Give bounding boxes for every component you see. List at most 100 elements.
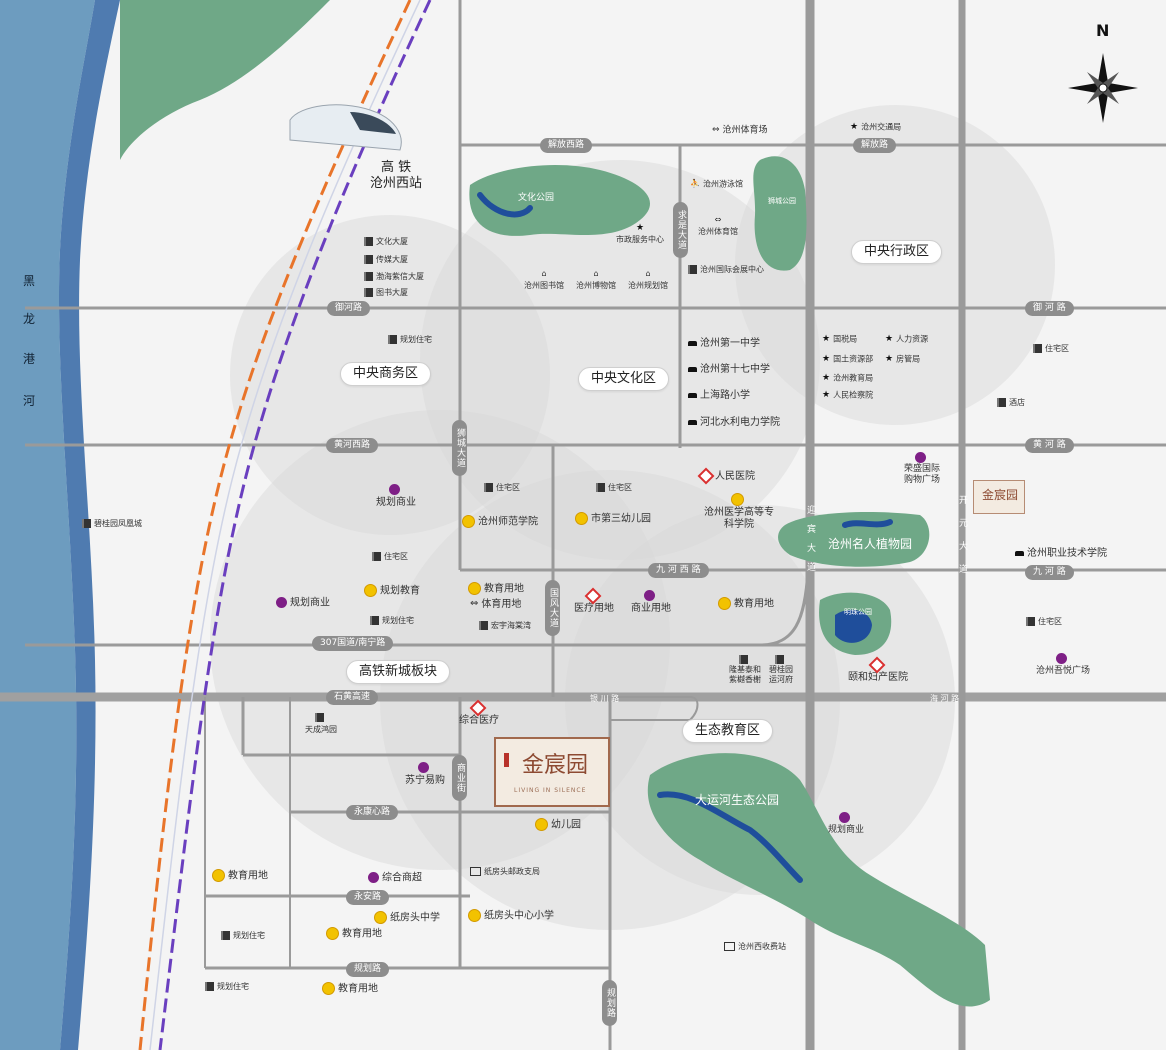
road-label-jiuhe: 九 河 路 [1025,565,1074,580]
compass-icon [1068,53,1138,123]
poi-biguiyuan: 碧桂园凤凰城 [82,518,142,530]
building-icon [484,483,493,492]
toll-icon [724,942,735,951]
poi-plan-res4: 规划住宅 [205,981,249,993]
hospital-icon [584,587,601,605]
park-label-botanic: 沧州名人植物园 [828,537,913,551]
river-label-4: 河 [22,394,35,408]
school-icon [468,909,481,922]
road-label-huanghe-w: 黄河西路 [326,438,379,453]
shopping-icon [368,872,379,883]
poi-yihe: 颐和妇产医院 [848,656,908,684]
poi-res-a: 住宅区 [484,482,520,494]
road-label-yongkangxin: 永康心路 [346,805,399,820]
poi-post: 纸房头邮政支局 [470,866,540,878]
botanic-lake [842,519,893,528]
building-icon [1033,344,1042,353]
road-label-jiefang-w: 解放西路 [540,138,593,153]
poi-edu-land1: 教育用地 [468,582,524,596]
post-icon [470,867,481,876]
zone-label-cbd[interactable]: 中央商务区 [340,362,432,386]
building-icon [315,713,324,722]
poi-plan-com2: 规划商业 [276,597,330,610]
school-icon [688,366,697,372]
road-label-guihua-h: 规划路 [346,962,390,977]
school-icon [212,869,225,882]
river-bank [58,0,120,1050]
poi-expo: 沧州国际会展中心 [688,264,764,276]
road-label-shicheng: 狮城大道 [452,420,467,476]
building-icon [1026,617,1035,626]
shopping-icon [839,812,850,823]
poi-kg: 幼儿园 [535,818,581,832]
star-icon: ★ [822,334,831,344]
poi-edu-land3: 教育用地 [212,869,268,883]
poi-rongsheng: 荣盛国际购物广场 [900,452,944,486]
poi-longji: 隆基泰和紫樾香榭 [728,655,762,685]
road-label-shihuang: 石黄高速 [326,690,379,705]
hsr-rail-light [149,0,421,1050]
poi-sport-land: ⇔体育用地 [470,598,522,610]
zone-label-hsr[interactable]: 高铁新城板块 [346,660,451,684]
poi-guotu: ★国土资源部 [822,354,874,364]
project-slogan: LIVING IN SILENCE [514,787,587,794]
poi-com-land: 商业用地 [631,590,671,615]
building-icon [364,237,373,246]
poi-pri-school: 纸房头中心小学 [468,909,554,923]
river-label-1: 黑 [22,274,35,288]
poi-plan-res2: 规划住宅 [370,615,414,627]
building-icon [205,982,214,991]
poi-wuyue: 沧州吾悦广场 [1036,653,1090,677]
park-label-canal: 大运河生态公园 [695,793,780,807]
poi-plan-edu1: 规划教育 [364,584,420,598]
poi-bohai: 渤海紫信大厦 [364,271,424,283]
botanic-park [778,512,930,567]
poi-renli: ★人力资源 [885,334,929,344]
road-label-qiushi: 求是大道 [673,202,688,258]
school-icon [322,982,335,995]
poi-plan-res3: 规划住宅 [221,930,265,942]
road-label-huanghe: 黄 河 路 [1025,438,1074,453]
school-icon [718,597,731,610]
zone-label-admin[interactable]: 中央行政区 [851,240,943,264]
building-icon [364,255,373,264]
project-logo-small[interactable]: 金宸园 [973,480,1025,514]
hospital-icon [868,656,885,674]
zone-label-eco[interactable]: 生态教育区 [682,719,774,743]
poi-library: ⌂沧州图书馆 [524,269,564,290]
poi-hongyu: 宏宇海棠湾 [479,620,531,632]
zone-label-culture[interactable]: 中央文化区 [578,367,670,391]
road-label-jiefang: 解放路 [853,138,897,153]
poi-tiancheng: 天成鸿园 [305,712,337,736]
poi-jianchayuan: ★人民检察院 [822,390,874,400]
shopping-icon [389,484,400,495]
shopping-icon [915,452,926,463]
zone-circle-admin [735,105,1055,425]
school-icon [731,493,744,506]
poi-edubureau: ★沧州教育局 [822,373,874,383]
stadium-icon: ⇔ [470,598,479,609]
poi-hotel: 酒店 [997,397,1025,409]
building-icon [596,483,605,492]
road-label-yuhe-e: 御 河 路 [1025,301,1074,316]
road-label-jiuhe-w: 九 河 西 路 [648,563,709,578]
road-label-kaiyuan: 开元大道 [957,495,967,587]
school-icon [688,419,697,425]
poi-wenhua: 文化大厦 [364,236,408,248]
poi-museum: ⌂沧州博物馆 [576,269,616,290]
project-logo[interactable]: 金宸园 LIVING IN SILENCE [494,737,610,807]
school-icon [535,818,548,831]
school-icon [462,515,475,528]
poi-plan-com1: 规划商业 [376,484,416,509]
star-icon: ★ [885,334,894,344]
poi-medcollege: 沧州医学高等专科学院 [704,493,774,531]
river-label-2: 龙 [22,312,35,326]
shopping-icon [418,762,429,773]
road-label-yuhe: 御河路 [327,301,371,316]
poi-suning: 苏宁易购 [405,762,445,787]
poi-kg3: 市第三幼儿园 [575,512,651,526]
poi-med-land: 医疗用地 [574,587,614,615]
star-icon: ★ [635,223,645,233]
